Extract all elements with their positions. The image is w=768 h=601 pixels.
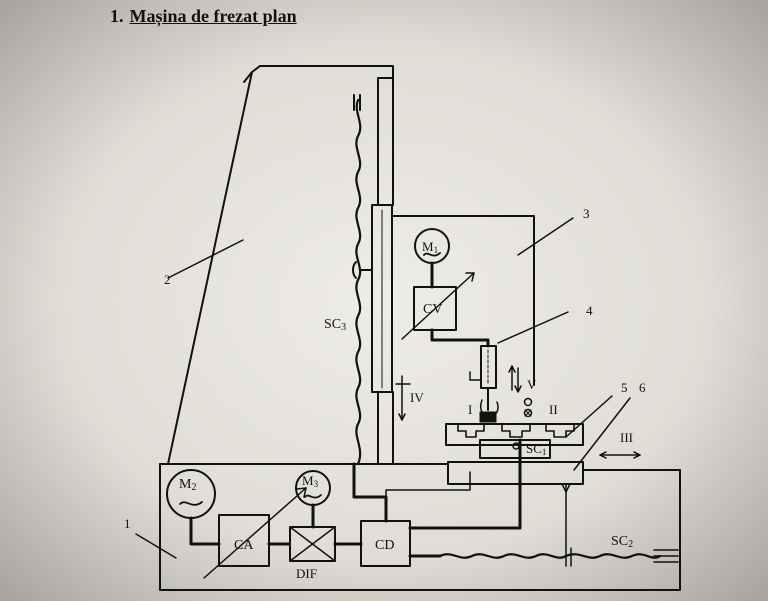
motor-m3-tilde: [304, 494, 322, 499]
headstock-3: [391, 215, 535, 386]
label-IV: IV: [410, 390, 424, 405]
leader-2: [167, 239, 244, 279]
t-slot-1: [457, 423, 485, 438]
label-I: I: [468, 402, 472, 417]
vertical-slide: [371, 204, 393, 393]
ca-box: [218, 514, 270, 567]
label-m3: M3: [302, 473, 319, 489]
symbol-II-cross: [523, 408, 533, 418]
leader-1: [135, 533, 177, 559]
feed-V-down-head: [514, 385, 522, 393]
title-text: Mașina de frezat plan: [129, 6, 297, 26]
spindle-feed-bar: [469, 371, 482, 381]
cv-box: [413, 286, 457, 331]
cd-to-table: [385, 471, 471, 522]
label-4: 4: [586, 303, 593, 318]
leader-5: [565, 395, 613, 438]
label-sc2: SC2: [611, 534, 633, 550]
label-m2: M2: [179, 477, 196, 493]
label-sc3: SC3: [324, 317, 346, 333]
label-1: 1: [124, 516, 131, 531]
screw-nut-arc: [352, 261, 357, 279]
label-sc1: SC1: [526, 441, 546, 457]
cv-adjust-arrow: [401, 272, 475, 340]
cross-slide: [447, 461, 584, 485]
cd-to-screw: [352, 462, 388, 523]
label-cd: CD: [375, 538, 394, 553]
work-table: [445, 423, 584, 446]
label-ca: CA: [234, 538, 254, 553]
symbol-II-dot: [523, 397, 533, 407]
leader-3: [517, 217, 574, 256]
ca-adjust-arrow: [203, 487, 307, 579]
label-cv: CV: [423, 302, 442, 317]
label-2: 2: [164, 272, 171, 287]
label-V: V: [527, 377, 537, 392]
cv-to-spindle: [430, 328, 490, 348]
column-left-edge: [243, 71, 253, 83]
t-slot-3: [545, 423, 575, 438]
saddle-sc1: [479, 439, 551, 459]
label-3: 3: [583, 206, 590, 221]
cd-to-sc1: [408, 438, 522, 530]
feed-V-up-head: [508, 365, 516, 373]
label-II: II: [549, 402, 558, 417]
cv-arrow-head: [465, 272, 475, 282]
label-5: 5: [621, 380, 628, 395]
base-1: [159, 463, 681, 591]
motor-m1-tilde: [423, 252, 441, 257]
title-number: 1.: [110, 6, 124, 26]
lead-screw-sc3: [355, 98, 362, 466]
motor-m2-tilde: [179, 501, 203, 506]
lead-screw-sc2: [438, 553, 662, 559]
leader-6: [573, 397, 631, 471]
t-slot-2: [501, 423, 531, 438]
cutter: [479, 411, 497, 423]
leader-4: [497, 311, 569, 344]
feed-III-head-l: [599, 451, 607, 459]
m2-to-ca: [189, 516, 221, 546]
feed-IV-head: [398, 413, 406, 421]
label-6: 6: [639, 380, 646, 395]
ca-arrow-head: [296, 487, 307, 498]
label-III: III: [620, 430, 633, 445]
page-title: 1.Mașina de frezat plan: [110, 6, 297, 27]
label-dif: DIF: [296, 566, 317, 581]
label-m1: M1: [422, 239, 438, 255]
feed-III-head-r: [633, 451, 641, 459]
